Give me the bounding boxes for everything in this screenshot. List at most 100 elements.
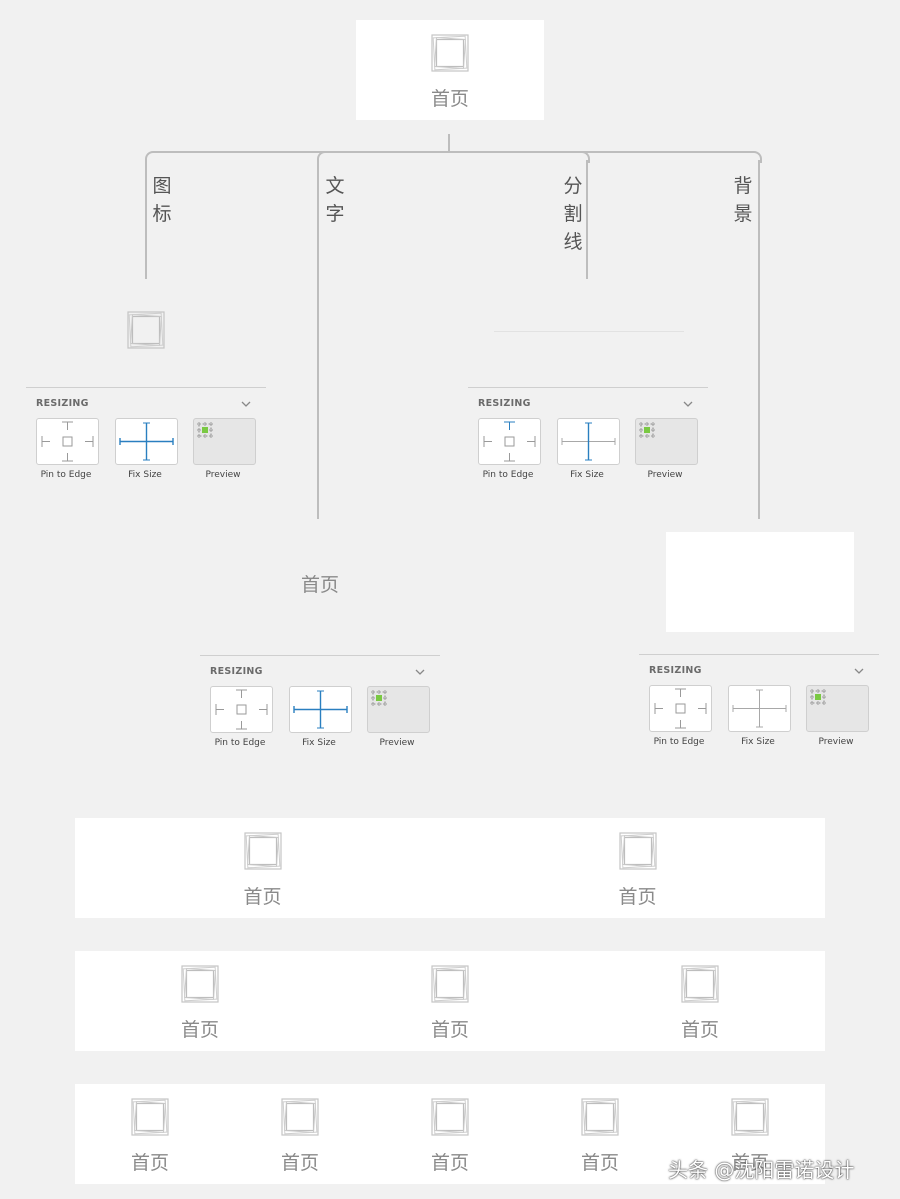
tab-label: 首页 <box>430 1152 469 1174</box>
branch-label-char: 分 <box>563 175 583 197</box>
pin-label: Pin to Edge <box>214 738 266 748</box>
background-sample <box>666 532 854 632</box>
divider-sample <box>494 331 684 332</box>
tab-label: 首页 <box>280 1152 319 1174</box>
tab-item[interactable]: 首页 <box>250 1084 350 1184</box>
tab-placeholder-icon <box>280 1097 320 1137</box>
branch-line-background <box>758 160 760 519</box>
pin-to-edge-button[interactable] <box>649 685 712 732</box>
preview-box <box>193 418 256 465</box>
branch-label-char: 线 <box>563 231 583 253</box>
chevron-down-icon[interactable] <box>682 395 694 407</box>
preview-label: Preview <box>647 470 683 480</box>
branch-label-divider: 分割线 <box>561 172 585 256</box>
preview-box <box>806 685 869 732</box>
chevron-down-icon[interactable] <box>240 395 252 407</box>
tab-item[interactable]: 首页 <box>550 1084 650 1184</box>
branch-line-icon <box>145 160 147 279</box>
pin-to-edge-button[interactable] <box>478 418 541 465</box>
branch-label-text: 文字 <box>323 172 347 228</box>
branch-label-icon: 图标 <box>150 172 174 228</box>
chevron-down-icon[interactable] <box>414 663 426 675</box>
tab-label: 首页 <box>130 1152 169 1174</box>
tree-bar <box>154 151 752 153</box>
preview-label: Preview <box>818 737 854 747</box>
branch-line-text <box>317 160 319 519</box>
tab-label: 首页 <box>730 1152 769 1174</box>
branch-label-char: 割 <box>563 203 583 225</box>
tab-item[interactable]: 首页 <box>400 951 500 1051</box>
tab-placeholder-icon <box>580 1097 620 1137</box>
branch-label-char: 背 <box>733 175 753 197</box>
tab-label: 首页 <box>430 1019 469 1041</box>
branch-label-char: 景 <box>733 203 753 225</box>
tab-placeholder-icon <box>130 1097 170 1137</box>
fix-size-button[interactable] <box>115 418 178 465</box>
tab-placeholder-icon <box>430 964 470 1004</box>
tab-label: 首页 <box>618 886 657 908</box>
fix-label: Fix Size <box>302 738 336 748</box>
pin-label: Pin to Edge <box>653 737 705 747</box>
tab-item[interactable]: 首页 <box>400 1084 500 1184</box>
tree-corner-divider <box>578 151 590 163</box>
panel-title: RESIZING <box>36 398 89 409</box>
tab-placeholder-icon <box>243 831 283 871</box>
fix-size-button[interactable] <box>728 685 791 732</box>
tab-label: 首页 <box>180 1019 219 1041</box>
tab-label: 首页 <box>243 886 282 908</box>
tab-item[interactable]: 首页 <box>150 951 250 1051</box>
tab-placeholder-icon <box>126 310 166 350</box>
pin-to-edge-button[interactable] <box>36 418 99 465</box>
tab-item[interactable]: 首页 <box>650 951 750 1051</box>
fix-label: Fix Size <box>128 470 162 480</box>
watermark: 头条 @沈阳雷诺设计 <box>668 1158 855 1182</box>
branch-label-char: 字 <box>325 203 345 225</box>
branch-label-char: 图 <box>152 175 172 197</box>
chevron-down-icon[interactable] <box>853 662 865 674</box>
preview-box <box>635 418 698 465</box>
root-tab-card: 首页 <box>356 20 544 120</box>
tab-item[interactable]: 首页 <box>213 818 313 918</box>
preview-box <box>367 686 430 733</box>
tab-bar-3: 首页首页首页 <box>75 951 825 1051</box>
tab-bar-5: 首页 首页 首页 首页 首页 <box>75 1084 825 1184</box>
tab-placeholder-icon <box>180 964 220 1004</box>
panel-divider-line <box>200 655 440 656</box>
preview-label: Preview <box>379 738 415 748</box>
branch-label-char: 标 <box>152 203 172 225</box>
fix-size-button[interactable] <box>289 686 352 733</box>
tab-placeholder-icon <box>730 1097 770 1137</box>
fix-size-button[interactable] <box>557 418 620 465</box>
tree-stem <box>448 134 450 152</box>
branch-label-background: 背景 <box>731 172 755 228</box>
tab-placeholder-icon <box>430 33 470 73</box>
branch-label-char: 文 <box>325 175 345 197</box>
tab-label: 首页 <box>580 1152 619 1174</box>
panel-title: RESIZING <box>478 398 531 409</box>
resizing-panel-text: RESIZING Pin to Edge Fix Size Preview <box>200 655 440 755</box>
tree-corner-left <box>145 151 157 163</box>
resizing-panel-background: RESIZING Pin to Edge Fix Size Preview <box>639 654 879 754</box>
branch-line-divider <box>586 160 588 279</box>
tab-item[interactable]: 首页 <box>700 1084 800 1184</box>
tree-corner-text <box>317 151 329 163</box>
panel-divider-line <box>468 387 708 388</box>
tab-bar-2: 首页 首页 <box>75 818 825 918</box>
preview-label: Preview <box>205 470 241 480</box>
panel-title: RESIZING <box>210 666 263 677</box>
panel-divider-line <box>639 654 879 655</box>
tab-placeholder-icon <box>680 964 720 1004</box>
panel-title: RESIZING <box>649 665 702 676</box>
fix-label: Fix Size <box>741 737 775 747</box>
text-sample-label: 首页 <box>300 574 339 596</box>
tab-label: 首页 <box>430 88 469 110</box>
pin-to-edge-button[interactable] <box>210 686 273 733</box>
tab-item[interactable]: 首页 <box>588 818 688 918</box>
panel-divider-line <box>26 387 266 388</box>
pin-label: Pin to Edge <box>482 470 534 480</box>
resizing-panel-icon: RESIZING Pin to Edge Fix Size Preview <box>26 387 266 487</box>
tab-item[interactable]: 首页 <box>100 1084 200 1184</box>
tab-placeholder-icon <box>618 831 658 871</box>
pin-label: Pin to Edge <box>40 470 92 480</box>
